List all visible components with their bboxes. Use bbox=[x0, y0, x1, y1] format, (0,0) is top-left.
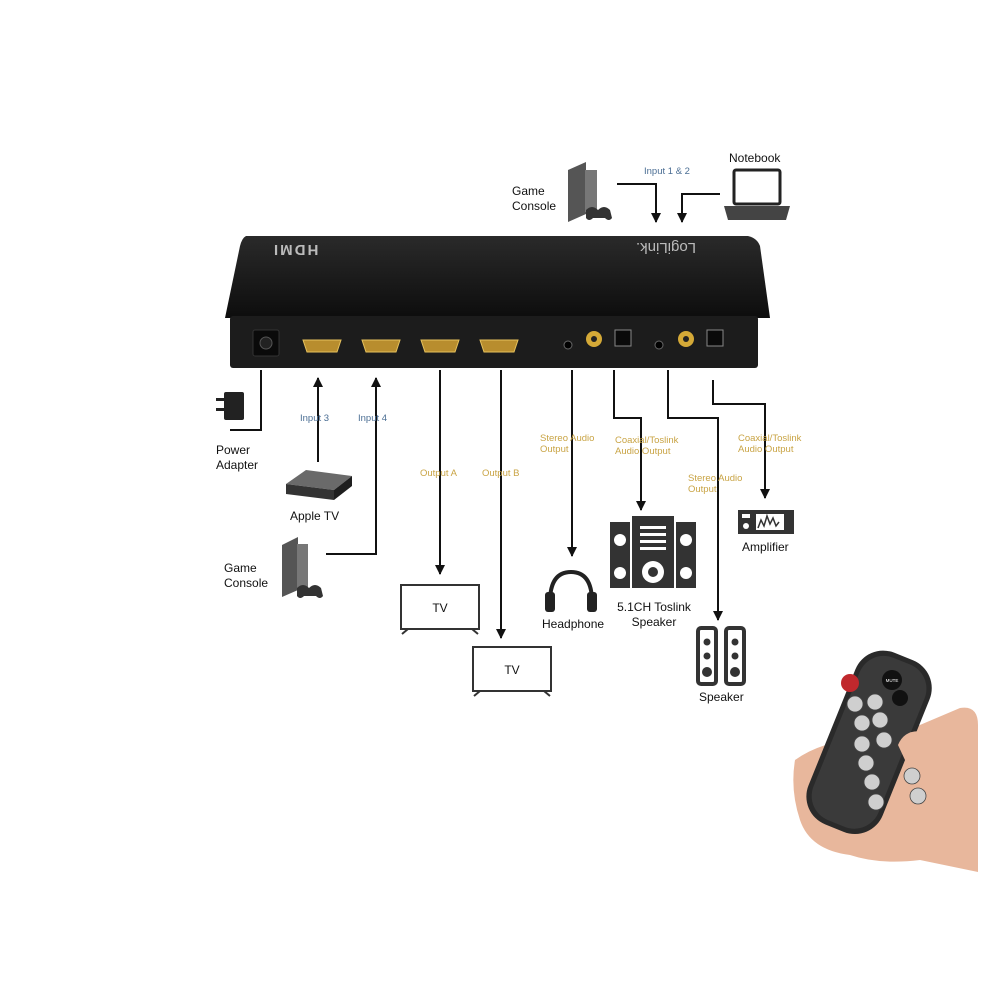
apple-tv-icon bbox=[286, 470, 352, 500]
tv-b-icon: TV bbox=[472, 646, 552, 697]
notebook-icon bbox=[724, 168, 790, 220]
game-console-icon bbox=[568, 162, 612, 222]
remote-key-b4[interactable] bbox=[909, 787, 927, 805]
left-game-console-label: Game Console bbox=[224, 561, 269, 590]
stereo-audio-output-1-label: Stereo Audio Output bbox=[540, 433, 595, 455]
hdmi-port-2 bbox=[361, 339, 401, 353]
input-4-label: Input 4 bbox=[358, 413, 388, 424]
headphone-label: Headphone bbox=[542, 617, 605, 631]
headphone-icon bbox=[545, 569, 597, 612]
remote-key-b2[interactable] bbox=[903, 767, 921, 785]
speaker-51-icon bbox=[610, 516, 696, 588]
remote-key-b1[interactable] bbox=[863, 773, 881, 791]
remote-key-2ch[interactable] bbox=[866, 693, 884, 711]
notebook-label: Notebook bbox=[729, 151, 781, 165]
speaker-label: Speaker bbox=[699, 690, 744, 704]
amplifier-label: Amplifier bbox=[742, 540, 789, 554]
hdmi-switch-device bbox=[225, 236, 770, 368]
power-adapter-label: Power Adapter bbox=[216, 443, 259, 472]
tv-a-label: TV bbox=[432, 601, 447, 615]
remote-key-51ch[interactable] bbox=[871, 711, 889, 729]
remote-key-1[interactable] bbox=[853, 714, 871, 732]
remote-key-3[interactable] bbox=[853, 735, 871, 753]
power-adapter-icon bbox=[216, 392, 244, 420]
mute-button[interactable] bbox=[882, 670, 902, 690]
hdmi-logo: HDMI bbox=[272, 241, 319, 258]
tv-a-icon: TV bbox=[400, 584, 480, 635]
tv-b-label: TV bbox=[504, 663, 519, 677]
game-console-icon-left bbox=[282, 537, 323, 598]
hdmi-port-output-a bbox=[420, 339, 460, 353]
amplifier-icon bbox=[738, 510, 794, 534]
remote-key-arcb[interactable] bbox=[857, 754, 875, 772]
hdmi-port-output-b bbox=[479, 339, 519, 353]
speaker-51-label: 5.1CH Toslink Speaker bbox=[617, 600, 691, 629]
remote-key-arca[interactable] bbox=[846, 695, 864, 713]
power-button[interactable] bbox=[841, 674, 859, 692]
coaxial-toslink-output-2-label: Coaxial/Toslink Audio Output bbox=[738, 433, 802, 455]
apple-tv-label: Apple TV bbox=[290, 509, 340, 523]
hdmi-port-1 bbox=[302, 339, 342, 353]
stereo-speakers-icon bbox=[696, 626, 746, 686]
remote-key-b3[interactable] bbox=[867, 793, 885, 811]
remote-key-ok[interactable] bbox=[875, 731, 893, 749]
output-b-label: Output B bbox=[482, 468, 520, 479]
stereo-audio-output-2-label: Stereo Audio Output bbox=[688, 473, 743, 495]
brand-logo: LogiLink. bbox=[636, 239, 697, 256]
remote-in-hand: MUTE bbox=[793, 650, 978, 872]
svg-text:MUTE: MUTE bbox=[886, 678, 899, 683]
coaxial-toslink-output-1-label: Coaxial/Toslink Audio Output bbox=[615, 435, 679, 457]
input-3-label: Input 3 bbox=[300, 413, 330, 424]
top-game-console-label: Game Console bbox=[512, 184, 557, 213]
output-a-label: Output A bbox=[420, 468, 457, 479]
input-1-2-label: Input 1 & 2 bbox=[644, 166, 690, 177]
